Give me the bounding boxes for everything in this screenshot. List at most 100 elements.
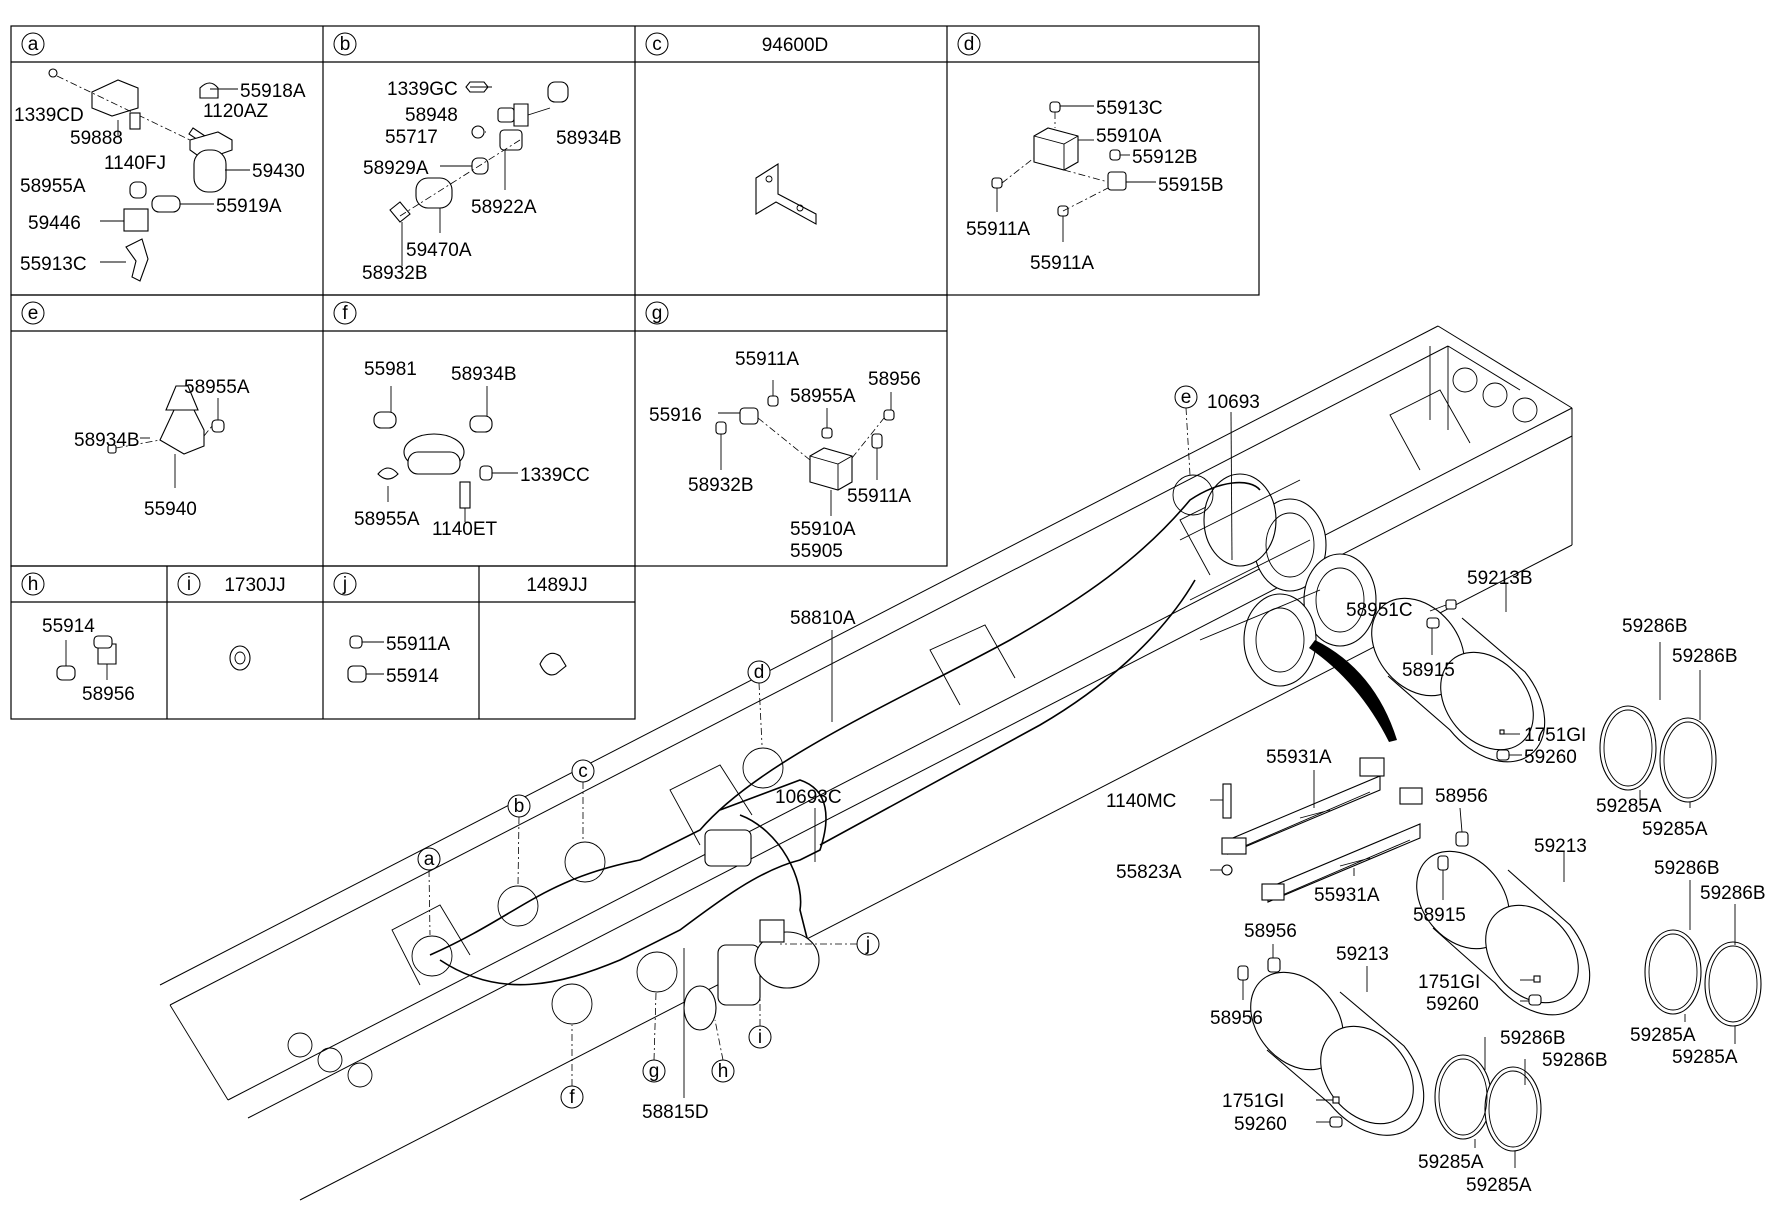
chassis-frame [159,325,1573,1201]
callout-j: j [780,932,880,956]
panel-f-label-1: 58934B [451,364,517,385]
panel-e-label-2: 55940 [144,499,197,520]
panel-title-clip: 1489JJ [526,575,587,596]
panel-g-label-1: 58956 [868,369,921,390]
panel-letter-f: f [342,303,348,324]
callout-c-letter: c [578,761,588,782]
panel-letter-a: a [28,34,39,55]
panel-a-label-9: 55913C [20,254,87,275]
panel-header-j: j [333,572,357,596]
panel-title-c: 94600D [762,35,829,56]
panel-header-b: b [333,32,357,56]
panel-d-label-2: 55912B [1132,147,1198,168]
callout-d-letter: d [754,662,765,683]
tank-label-29: 59285A [1418,1152,1484,1173]
panel-header-d: d [957,32,981,56]
callout-e: e [1172,385,1214,516]
main-label-10693: 10693 [1207,392,1260,413]
tank-label-27: 59286B [1500,1028,1566,1049]
panel-j-label-1: 55914 [386,666,439,687]
panel-b-label-6: 59470A [406,240,472,261]
callout-f: f [551,983,593,1109]
callout-j-letter: j [865,934,870,955]
tank-label-20: 59285A [1630,1025,1696,1046]
tank-label-11: 55823A [1116,862,1182,883]
panel-g-label-0: 55911A [735,349,799,370]
panel-d-label-4: 55911A [966,219,1030,240]
callout-d: d [742,660,784,789]
frame-components [683,829,820,1031]
panel-a-label-4: 1140FJ [104,153,166,174]
callout-h-letter: h [718,1061,729,1082]
tank-label-1: 58951C [1346,600,1413,621]
tank-59213-middle [1416,807,1591,1016]
panel-h-parts [56,635,117,681]
tank-label-6: 59286B [1672,646,1738,667]
panel-h-label-1: 58956 [82,684,135,705]
panel-a-label-6: 58955A [20,176,86,197]
panel-header-c: c 94600D [645,32,829,56]
tank-label-14: 58915 [1413,905,1466,926]
panel-clip-part [539,652,567,676]
tank-label-10: 1140MC [1106,791,1176,812]
tank-label-12: 55931A [1314,885,1380,906]
panel-f-parts [373,386,518,522]
panel-g-label-3: 55916 [649,405,702,426]
callout-a-letter: a [424,849,435,870]
panel-a-label-0: 55918A [240,81,306,102]
callout-c: c [564,759,606,883]
panel-d-label-5: 55911A [1030,253,1094,274]
panel-b-label-3: 58934B [556,128,622,149]
tank-label-0: 59213B [1467,568,1533,589]
detail-panel-grid [10,25,1260,720]
panel-i-washer [229,645,251,671]
tank-label-23: 58956 [1210,1008,1263,1029]
tank-label-22: 58956 [1244,921,1297,942]
panel-g-label-2: 58955A [790,386,856,407]
panel-e-label-1: 58934B [74,430,140,451]
panel-e-label-0: 58955A [184,377,250,398]
panel-d-parts [991,101,1156,242]
main-label-58810a: 58810A [790,608,856,629]
tank-label-30: 59285A [1466,1175,1532,1196]
callout-a: a [411,847,453,977]
tank-label-24: 59213 [1336,944,1389,965]
panel-letter-b: b [340,34,351,55]
callout-i-letter: i [758,1027,762,1048]
panel-letter-d: d [964,34,975,55]
tank-label-18: 59286B [1654,858,1720,879]
callout-e-letter: e [1181,387,1192,408]
main-label-10693c: 10693C [775,787,842,808]
straps-group-2 [1644,880,1762,1044]
callout-b: b [497,794,539,927]
panel-header-g: g [645,301,669,325]
panel-a-parts [48,68,250,282]
panel-b-parts [389,81,569,266]
panel-f-label-4: 1140ET [432,519,498,540]
panel-g-label-5: 55911A [847,486,911,507]
panel-a-label-1: 1339CD [14,105,84,126]
panel-j-parts [347,635,384,683]
tank-label-7: 59285A [1596,796,1662,817]
tank-label-17: 59260 [1426,994,1479,1015]
tank-label-9: 55931A [1266,747,1332,768]
callout-b-letter: b [514,796,525,817]
panel-a-label-8: 59446 [28,213,81,234]
bracket-assembly [1210,757,1423,903]
tank-label-8: 59285A [1642,819,1708,840]
panel-letter-g: g [652,303,663,324]
panel-header-h: h [21,572,45,596]
straps-group-3 [1434,1037,1542,1168]
panel-d-label-1: 55910A [1096,126,1162,147]
panel-a-label-5: 59430 [252,161,305,182]
panel-header-e: e [21,301,45,325]
tank-label-28: 59286B [1542,1050,1608,1071]
tank-label-3: 1751GI [1524,725,1586,746]
panel-b-label-0: 1339GC [387,79,458,100]
callout-h: h [711,1019,735,1083]
brake-pipes [429,481,1261,986]
panel-c-bracket [755,162,817,225]
tank-59213-lower [1237,944,1425,1136]
tank-label-5: 59286B [1622,616,1688,637]
panel-b-label-5: 58922A [471,197,537,218]
